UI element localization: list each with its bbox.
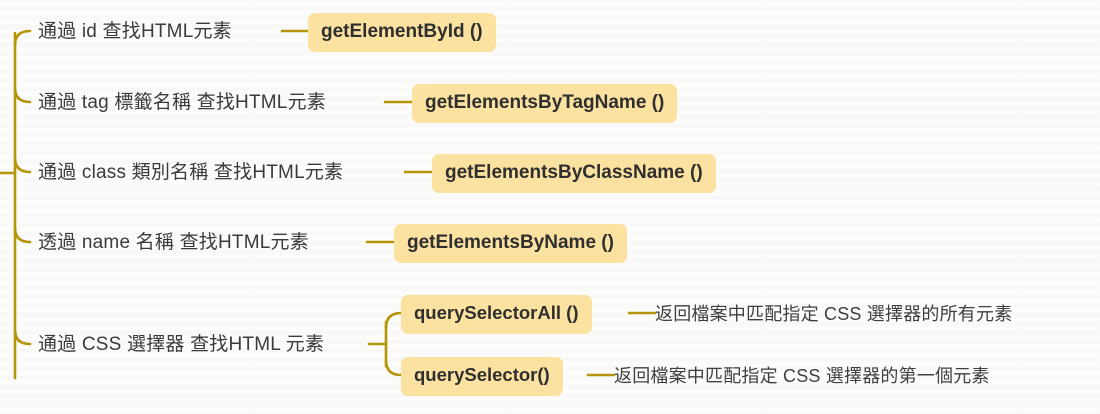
branch-label-css-selector: 通過 CSS 選擇器 查找HTML 元素 — [38, 334, 325, 355]
branch-curve-3 — [13, 156, 32, 174]
method-badge-getelementsbyname[interactable]: getElementsByName () — [394, 224, 627, 263]
branch-label-tag: 通過 tag 標籤名稱 查找HTML元素 — [38, 92, 326, 113]
branch-label-name: 透過 name 名稱 查找HTML元素 — [38, 232, 309, 253]
method-badge-queryselector[interactable]: querySelector() — [401, 357, 563, 396]
branch-label-class: 通過 class 類別名稱 查找HTML元素 — [38, 162, 344, 183]
method-description-queryselectorall: 返回檔案中匹配指定 CSS 選擇器的所有元素 — [655, 304, 1013, 324]
method-badge-queryselectorall[interactable]: querySelectorAll () — [401, 295, 592, 334]
sub-branch-curve-2 — [384, 358, 403, 377]
method-badge-getelementsbytagname[interactable]: getElementsByTagName () — [412, 84, 678, 123]
branch-curve-4 — [13, 226, 32, 244]
branch-label-id: 通過 id 查找HTML元素 — [38, 21, 232, 42]
method-badge-getelementsbyclassname[interactable]: getElementsByClassName () — [432, 154, 716, 193]
method-badge-getelementbyid[interactable]: getElementById () — [308, 13, 496, 52]
branch-curve-1 — [13, 29, 32, 47]
sub-branch-curve-1 — [384, 311, 403, 330]
method-description-queryselector: 返回檔案中匹配指定 CSS 選擇器的第一個元素 — [614, 366, 990, 386]
branch-curve-2 — [13, 86, 32, 104]
branch-curve-5 — [13, 328, 32, 346]
